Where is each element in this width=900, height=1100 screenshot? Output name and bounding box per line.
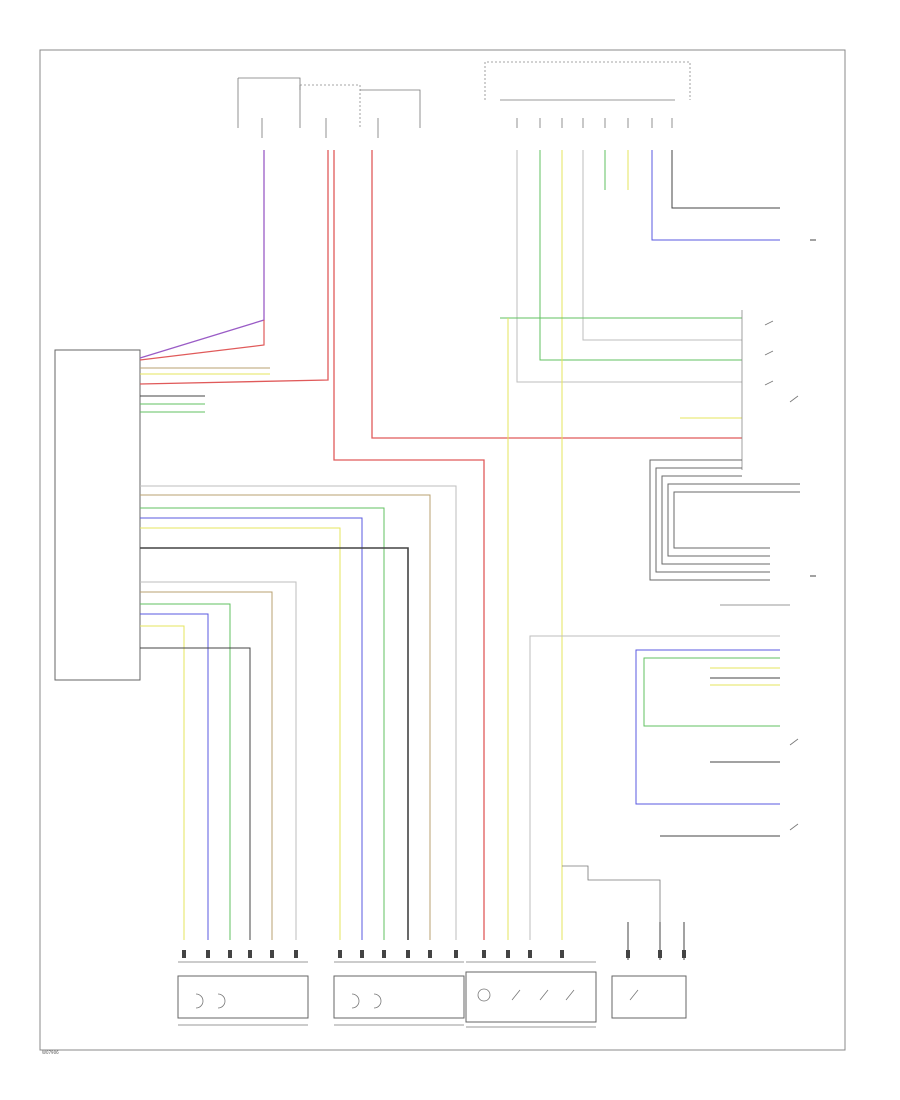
right-vertical-wires <box>500 150 780 940</box>
left-actuator-box <box>177 975 309 1019</box>
bottom-right-feed <box>562 865 685 960</box>
ground-symbol <box>810 239 816 577</box>
red-main-wire <box>139 150 329 385</box>
right-actuator-box <box>333 975 465 1019</box>
module-output-wires <box>140 367 457 940</box>
red-branch-wire <box>139 320 265 361</box>
middle-right-block <box>529 604 799 940</box>
purple-power-wire <box>139 150 265 359</box>
right-switch-block <box>741 310 799 470</box>
right-switch-box <box>611 975 687 1019</box>
fuse-box-group <box>237 77 421 138</box>
top-right-connector-bracket <box>484 61 691 128</box>
connector-dots <box>182 950 686 958</box>
red-actuator-wire <box>333 150 485 940</box>
red-switch-wire <box>371 150 742 439</box>
center-switch-box <box>465 971 597 1023</box>
diagram-id: W07906 <box>42 1050 59 1055</box>
gray-wire-bundle <box>649 459 800 581</box>
bottom-actuators <box>177 971 687 1028</box>
left-module <box>54 349 141 681</box>
diagram-frame <box>39 49 846 1051</box>
